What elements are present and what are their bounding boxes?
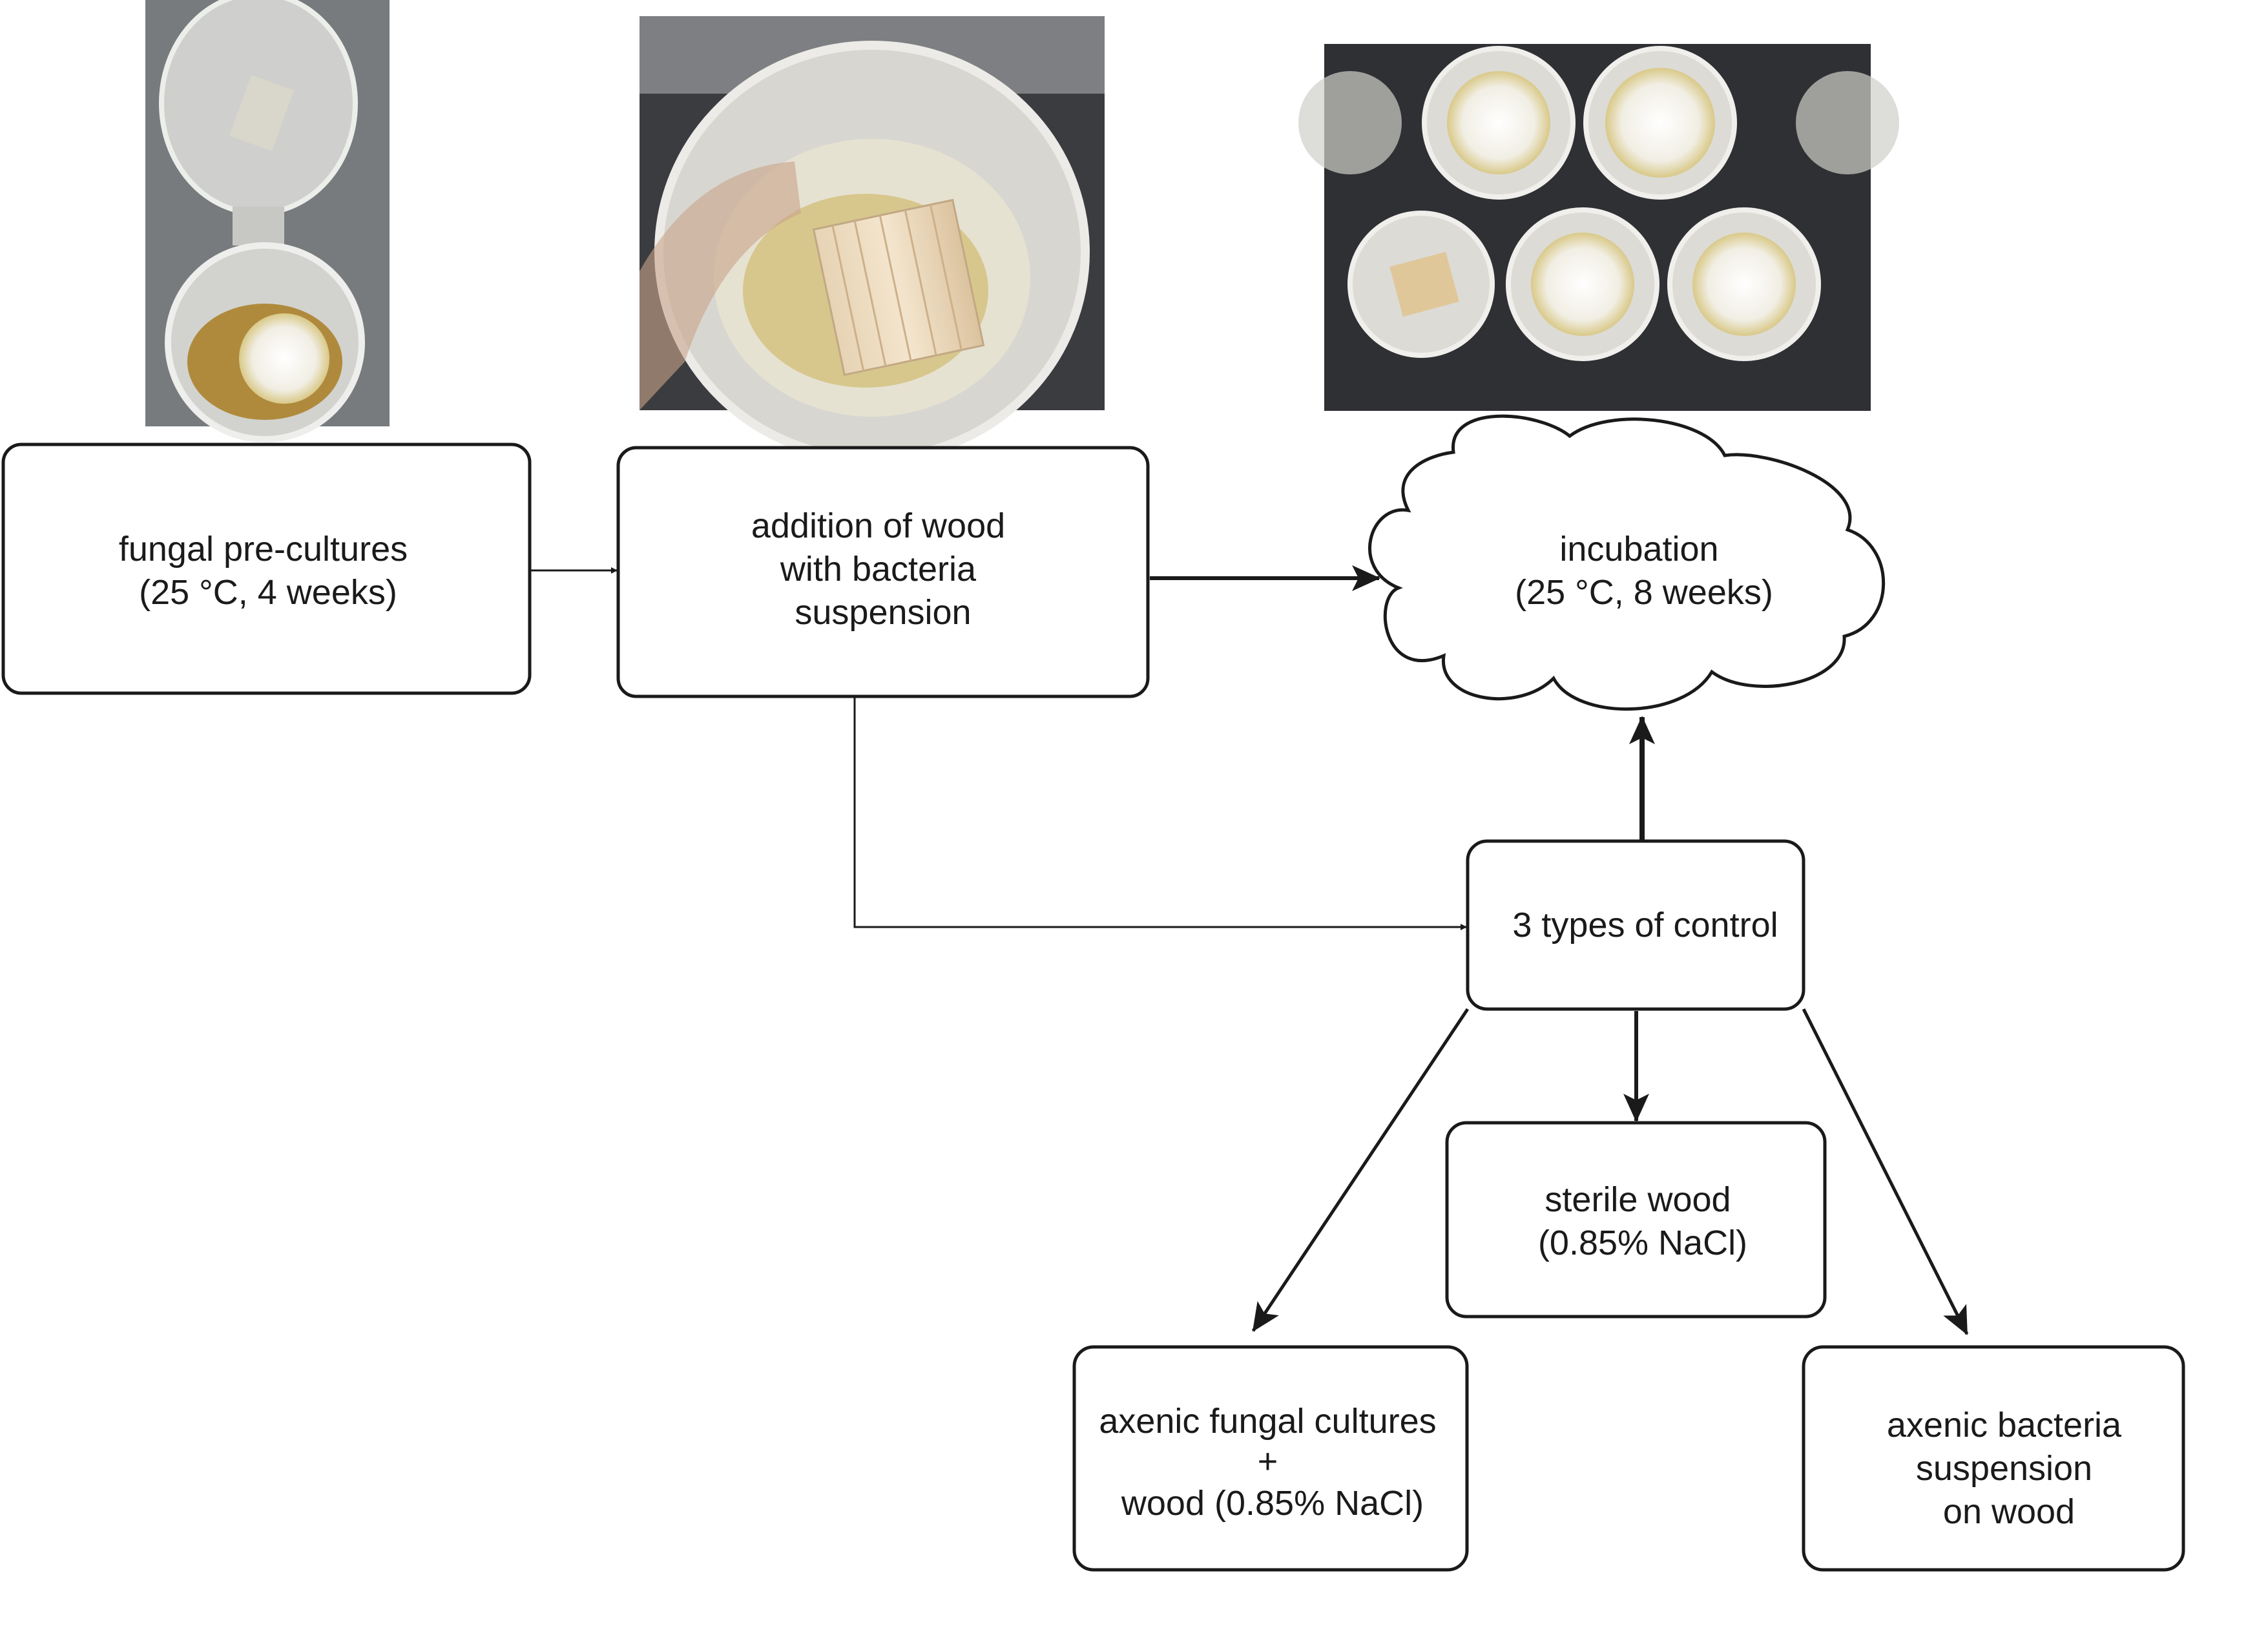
cup-bottom-left <box>1347 211 1495 358</box>
cup-top-left <box>1422 46 1576 200</box>
connector-addition-to-controls <box>853 698 1467 930</box>
node-addition-box <box>616 446 1150 698</box>
node-precultures-box <box>1 443 532 695</box>
cup-top-right <box>1583 46 1737 200</box>
label-axenic-fungal: axenic fungal cultures + wood (0.85% NaC… <box>1099 1402 1446 1523</box>
node-axenic-fungal-box <box>1072 1345 1469 1572</box>
photo-wood-addition <box>640 16 1105 463</box>
cup-bottom-middle <box>1506 207 1659 361</box>
label-sterile: sterile wood (0.85% NaCl) <box>1538 1180 1747 1262</box>
label-controls: 3 types of control <box>1512 906 1778 944</box>
node-controls-box <box>1466 839 1805 1011</box>
label-precultures: fungal pre-cultures (25 °C, 4 weeks) <box>119 530 417 612</box>
label-addition: addition of wood with bacteria suspensio… <box>751 506 1015 632</box>
label-incubation: incubation (25 °C, 8 weeks) <box>1515 530 1773 612</box>
node-sterile-box <box>1445 1121 1827 1319</box>
label-axenic-bacteria: axenic bacteria suspension on wood <box>1887 1406 2131 1531</box>
cup-bottom-right <box>1667 207 1821 361</box>
node-incubation-cloud <box>1368 414 1886 711</box>
photo-incubated-cups <box>1298 44 1899 411</box>
arrow-controls-to-axenic-bacteria <box>1802 1008 1969 1335</box>
arrow-controls-to-axenic-fungal <box>1251 1008 1470 1332</box>
photo-fungal-precultures <box>145 0 390 443</box>
node-axenic-bacteria-box <box>1802 1345 2185 1572</box>
